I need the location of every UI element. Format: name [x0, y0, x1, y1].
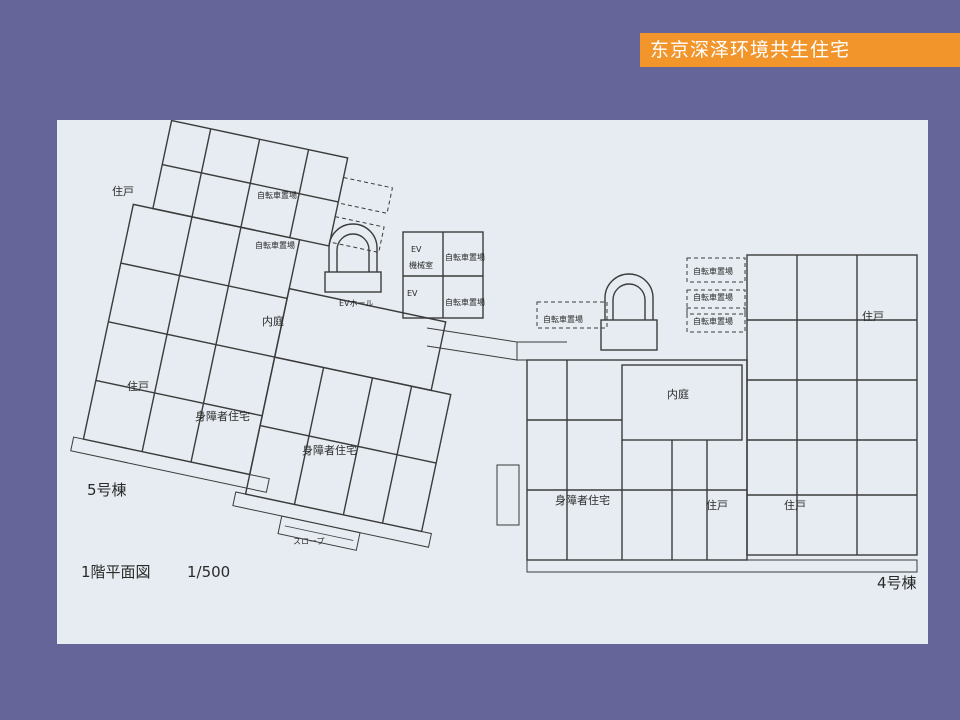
- plan-labels: 住戸 住戸 内庭 身障者住宅 身障者住宅 自転車置場 自転車置場 自転車置場 自…: [81, 184, 917, 592]
- b4-room-unit-right: 住戸: [862, 309, 884, 323]
- building-5-plan: [70, 120, 452, 551]
- drawing-title: 1階平面図: [81, 563, 151, 581]
- b4-room-unit-br: 住戸: [784, 498, 806, 512]
- building-4-plan: [496, 254, 918, 573]
- bridge-corridor: [426, 327, 567, 361]
- b5-room-unit-top: 住戸: [112, 184, 134, 198]
- b4-room-unit-mid: 住戸: [706, 498, 728, 512]
- b4-room-bike-3: 自転車置場: [693, 292, 733, 302]
- b4-courtyard: [621, 364, 743, 441]
- b5-room-accessible-1: 身障者住宅: [195, 409, 250, 423]
- drawing-scale: 1/500: [187, 563, 230, 581]
- building-4-label: 4号棟: [877, 574, 917, 592]
- b5-room-bike-4: 自転車置場: [445, 297, 485, 307]
- b5-room-bike-3: 自転車置場: [445, 252, 485, 262]
- b5-room-ev-machine: 機械室: [409, 260, 433, 270]
- b5-room-bike-2: 自転車置場: [255, 240, 295, 250]
- b5-ev-core: [402, 231, 484, 319]
- b5-room-accessible-2: 身障者住宅: [302, 443, 357, 457]
- b4-room-bike-4: 自転車置場: [693, 316, 733, 326]
- floor-plan-svg: 住戸 住戸 内庭 身障者住宅 身障者住宅 自転車置場 自転車置場 自転車置場 自…: [70, 120, 918, 592]
- b4-room-courtyard: 内庭: [667, 387, 689, 401]
- b5-room-bike-1: 自転車置場: [257, 190, 297, 200]
- floor-plan-drawing: 住戸 住戸 内庭 身障者住宅 身障者住宅 自転車置場 自転車置場 自転車置場 自…: [57, 120, 928, 644]
- b5-room-ev-hall: EVホール: [339, 299, 374, 308]
- b5-room-unit-left: 住戸: [127, 379, 149, 393]
- b5-room-slope: スロープ: [293, 537, 325, 546]
- b5-stair-tower: [324, 223, 382, 293]
- b4-main-block: [526, 359, 748, 561]
- b5-room-courtyard: 内庭: [262, 314, 284, 328]
- b4-wing-right: [746, 254, 918, 556]
- b4-room-bike-1: 自転車置場: [543, 314, 583, 324]
- b5-room-ev-2: EV: [407, 289, 418, 298]
- building-5-label: 5号棟: [87, 481, 127, 499]
- b4-room-bike-2: 自転車置場: [693, 266, 733, 276]
- b4-room-accessible: 身障者住宅: [555, 493, 610, 507]
- slide-title: 东京深泽环境共生住宅: [640, 33, 960, 67]
- b5-room-ev-1: EV: [411, 245, 422, 254]
